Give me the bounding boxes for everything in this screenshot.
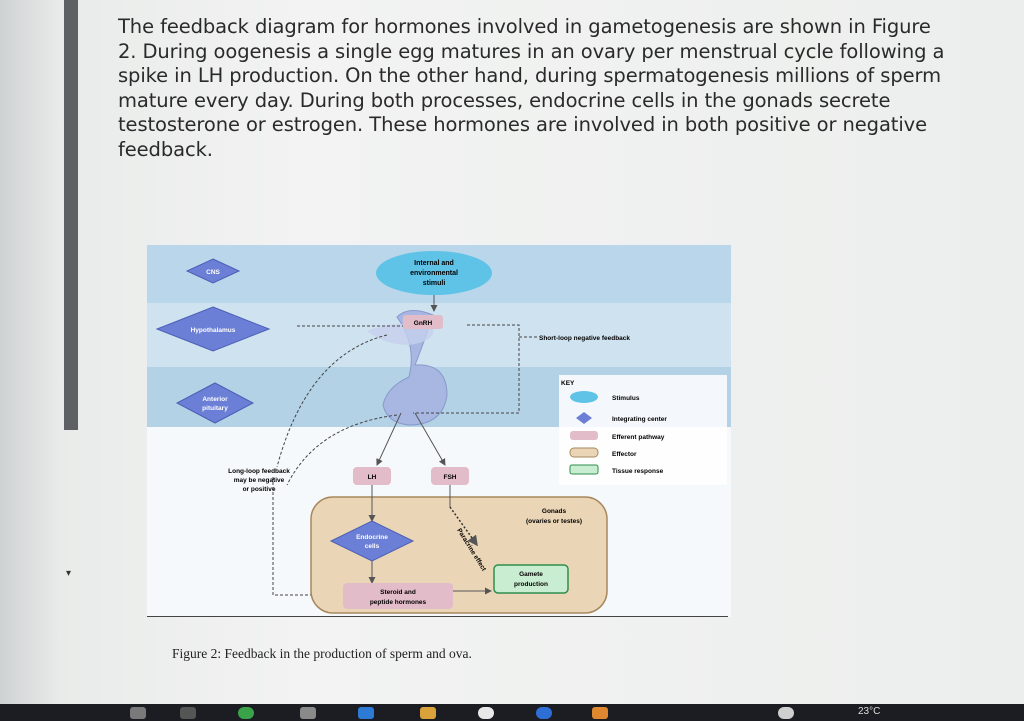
hypothalamus-label: Hypothalamus: [191, 327, 236, 334]
paragraph-line: 2. During oogenesis a single egg matures…: [118, 39, 945, 63]
lh-label: LH: [368, 474, 377, 481]
figure-caption: Figure 2: Feedback in the production of …: [172, 646, 472, 661]
key-integrating-label: Integrating center: [612, 416, 667, 423]
hypothalamus-diamond: [155, 306, 271, 352]
short-loop-label: Short-loop negative feedback: [539, 335, 630, 342]
paragraph-line: testosterone or estrogen. These hormones…: [118, 113, 927, 136]
gamete-box: [493, 564, 569, 594]
stimulus-line-3: stimuli: [423, 280, 446, 287]
endocrine-line-2: cells: [365, 543, 380, 550]
key-efferent-label: Efferent pathway: [612, 434, 665, 441]
steroid-line-1: Steroid and: [380, 589, 416, 596]
key-integrating-swatch: [576, 412, 592, 424]
paragraph-line: spike in LH production. On the other han…: [118, 64, 941, 87]
paragraph-line: feedback.: [118, 137, 213, 161]
temperature-readout: 23°C: [858, 706, 881, 717]
endocrine-line-1: Endocrine: [356, 534, 388, 541]
taskbar: 23°C: [0, 704, 1024, 721]
store-icon[interactable]: [300, 707, 316, 719]
edge-icon[interactable]: [536, 707, 552, 719]
paragraph-line: mature every day. During both processes,…: [118, 88, 891, 112]
anterior-pituitary-line-2: pituitary: [202, 405, 228, 412]
intro-paragraph: The feedback diagram for hormones involv…: [118, 15, 998, 162]
mail-icon[interactable]: [358, 707, 374, 719]
fsh-label: FSH: [444, 474, 457, 481]
anterior-pituitary-line-1: Anterior: [202, 396, 228, 403]
powerpoint-icon[interactable]: [592, 707, 608, 719]
gamete-line-1: Gamete: [519, 571, 543, 578]
key-stimulus-swatch: [570, 391, 598, 403]
start-icon[interactable]: [130, 707, 146, 719]
figure-divider: [147, 616, 728, 617]
key-tissue-swatch: [569, 464, 599, 475]
browser-icon[interactable]: [238, 707, 254, 719]
steroid-box: [343, 583, 453, 609]
gonads-line-2: (ovaries or testes): [526, 518, 582, 525]
diagram-svg: Internal and environmental stimuli CNS H…: [147, 245, 731, 617]
folder-icon[interactable]: [420, 707, 436, 719]
stimulus-line-1: Internal and: [414, 260, 454, 267]
stimulus-bubble-shape: [376, 251, 492, 295]
cns-diamond: [185, 258, 241, 284]
gonads-line-1: Gonads: [542, 508, 567, 515]
key-effector-swatch: [569, 447, 599, 458]
key-stimulus-label: Stimulus: [612, 395, 640, 402]
long-loop-line-1: Long-loop feedback: [228, 468, 290, 475]
fsh-box: [431, 467, 469, 485]
gnrh-box: [403, 315, 443, 329]
lh-box: [353, 467, 391, 485]
long-loop-line-3: or positive: [243, 486, 276, 493]
document-page: ▾ The feedback diagram for hormones invo…: [0, 0, 1024, 704]
stimulus-line-2: environmental: [410, 270, 458, 277]
steroid-line-2: peptide hormones: [370, 599, 427, 606]
anterior-pituitary-diamond: [175, 382, 255, 424]
key-effector-label: Effector: [612, 451, 637, 458]
scrollbar-thumb[interactable]: [64, 0, 78, 430]
gnrh-label: GnRH: [414, 320, 433, 327]
key-efferent-swatch: [570, 431, 598, 440]
key-title: KEY: [561, 380, 575, 387]
paragraph-line: The feedback diagram for hormones involv…: [118, 15, 931, 38]
search-icon[interactable]: [180, 707, 196, 719]
cns-label: CNS: [206, 269, 220, 276]
gamete-line-2: production: [514, 581, 548, 588]
vertical-scrollbar[interactable]: ▾: [0, 0, 80, 704]
key-tissue-label: Tissue response: [612, 468, 664, 475]
tray-icon[interactable]: [778, 707, 794, 719]
long-loop-line-2: may be negative: [234, 477, 285, 484]
hypothalamus-shape: [367, 323, 434, 345]
scroll-down-arrow-icon[interactable]: ▾: [66, 568, 72, 579]
feedback-diagram: Internal and environmental stimuli CNS H…: [147, 245, 731, 617]
chrome-icon[interactable]: [478, 707, 494, 719]
